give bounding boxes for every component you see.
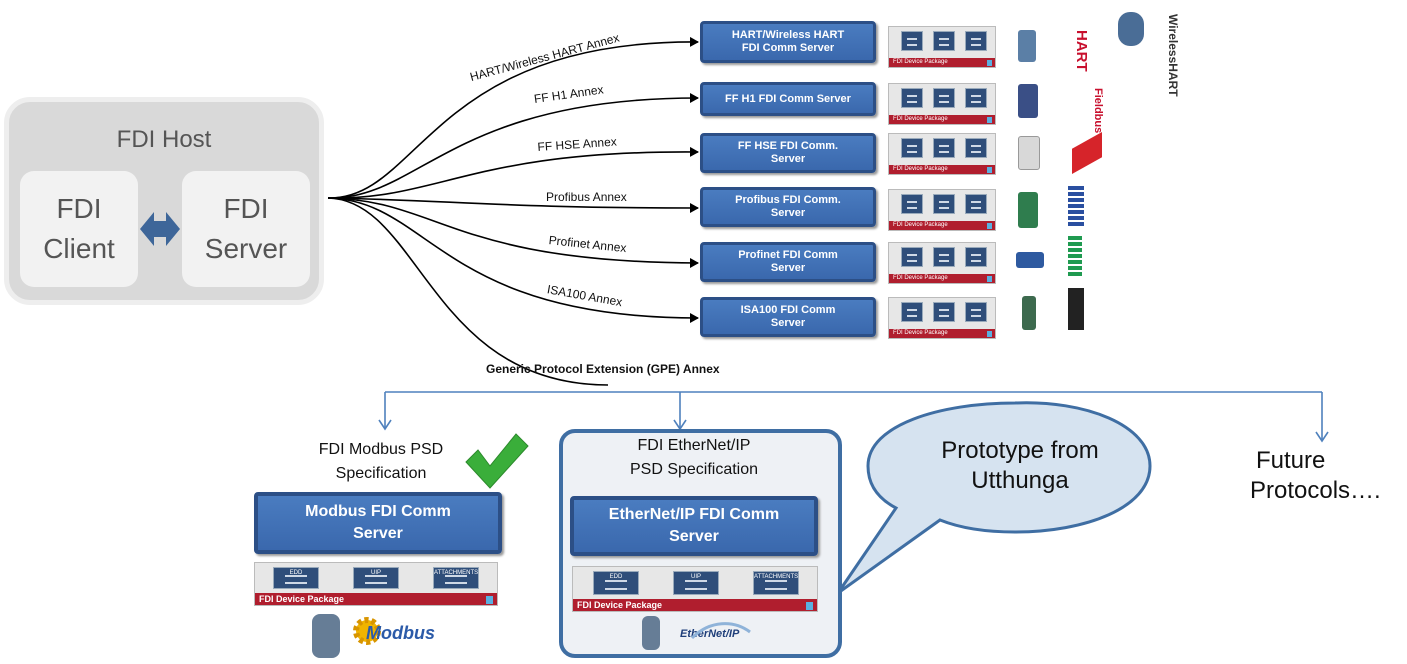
device-package-3: FDI Device Package xyxy=(888,189,996,231)
fdi-server-line2: Server xyxy=(204,233,288,264)
package-band: FDI Device Package xyxy=(889,165,995,174)
check-mark-icon xyxy=(465,433,529,489)
annex-line-profinet xyxy=(327,197,699,268)
package-corner-icon xyxy=(987,223,992,229)
attachments-icon xyxy=(965,88,987,108)
fdi-client-line1: FDI xyxy=(56,193,102,224)
ethernetip-swoosh-icon xyxy=(690,622,751,640)
uip-icon xyxy=(933,302,955,322)
hart-device-icon xyxy=(1018,30,1036,62)
package-corner-icon xyxy=(987,167,992,173)
ffh1-device-icon xyxy=(1018,84,1038,118)
device-package-4: FDI Device Package xyxy=(888,242,996,284)
package-band: FDI Device Package xyxy=(255,593,497,605)
server-ffhse: FF HSE FDI Comm.Server xyxy=(700,133,876,173)
edd-icon: EDD xyxy=(273,567,319,589)
package-band: FDI Device Package xyxy=(889,221,995,230)
edd-icon xyxy=(901,88,923,108)
bidirectional-arrow-icon xyxy=(140,212,180,246)
annex-line-hart xyxy=(327,36,699,199)
server-ffh1: FF H1 FDI Comm Server xyxy=(700,82,876,116)
profinet-device-icon xyxy=(1016,252,1044,268)
profibus-device-icon xyxy=(1018,192,1038,228)
package-band: FDI Device Package xyxy=(889,329,995,338)
package-band: FDI Device Package xyxy=(573,599,817,611)
fieldbus-logo: Fieldbus xyxy=(1092,88,1104,134)
package-band: FDI Device Package xyxy=(889,58,995,67)
ethernetip-device-icon xyxy=(642,616,660,650)
uip-icon: UIP xyxy=(673,571,719,595)
package-corner-icon xyxy=(486,596,493,604)
attachments-icon xyxy=(965,31,987,51)
attachments-icon xyxy=(965,302,987,322)
modbus-logo: Modbus xyxy=(366,623,435,643)
fdi-host-title: FDI Host xyxy=(116,126,212,153)
package-corner-icon xyxy=(806,602,813,610)
wirelesshart-device-icon xyxy=(1118,12,1144,46)
attachments-icon: ATTACHMENTS xyxy=(753,571,799,595)
annex-line-gpe xyxy=(327,197,609,386)
device-package-5: FDI Device Package xyxy=(888,297,996,339)
package-band: FDI Device Package xyxy=(889,115,995,124)
device-package-2: FDI Device Package xyxy=(888,133,996,175)
modbus-device-icon xyxy=(312,614,340,658)
fdi-server-line1: FDI xyxy=(223,193,269,224)
hart-logo: HART xyxy=(1073,30,1090,72)
package-band: FDI Device Package xyxy=(889,274,995,283)
annex-line-ffhse xyxy=(327,146,699,199)
uip-icon xyxy=(933,31,955,51)
package-corner-icon xyxy=(987,117,992,123)
server-profibus: Profibus FDI Comm.Server xyxy=(700,187,876,227)
fdi-client-box: FDI Client xyxy=(20,171,138,287)
uip-icon xyxy=(933,88,955,108)
attachments-icon xyxy=(965,194,987,214)
annex-line-profibus xyxy=(327,197,699,213)
fdi-client-line2: Client xyxy=(43,233,115,264)
ethernetip-device-package: EDD UIP ATTACHMENTS FDI Device Package xyxy=(572,566,818,612)
wirelesshart-logo: WirelessHART xyxy=(1166,14,1180,97)
device-package-1: FDI Device Package xyxy=(888,83,996,125)
edd-icon xyxy=(901,302,923,322)
modbus-device-package: EDD UIP ATTACHMENTS FDI Device Package xyxy=(254,562,498,606)
profibus-logo xyxy=(1068,186,1084,228)
uip-icon xyxy=(933,247,955,267)
edd-icon xyxy=(901,194,923,214)
annex-line-isa100 xyxy=(327,197,699,323)
edd-icon: EDD xyxy=(593,571,639,595)
package-corner-icon xyxy=(987,276,992,282)
uip-icon: UIP xyxy=(353,567,399,589)
modbus-gear-icon xyxy=(353,617,381,645)
package-corner-icon xyxy=(987,60,992,66)
attachments-icon xyxy=(965,138,987,158)
attachments-icon: ATTACHMENTS xyxy=(433,567,479,589)
uip-icon xyxy=(933,194,955,214)
edd-icon xyxy=(901,247,923,267)
isa100-device-icon xyxy=(1022,296,1036,330)
edd-icon xyxy=(901,138,923,158)
profinet-logo xyxy=(1068,236,1082,276)
ffhse-device-icon xyxy=(1018,136,1040,170)
gpe-annex-label: Generic Protocol Extension (GPE) Annex xyxy=(486,362,720,376)
package-corner-icon xyxy=(987,331,992,337)
attachments-icon xyxy=(965,247,987,267)
fdi-server-box: FDI Server xyxy=(182,171,310,287)
device-package-0: FDI Device Package xyxy=(888,26,996,68)
speech-bubble-shape xyxy=(836,401,1152,595)
isa100-logo xyxy=(1068,288,1084,330)
annex-label-profibus: Profibus Annex xyxy=(546,190,627,204)
annex-line-ffh1 xyxy=(327,93,699,199)
edd-icon xyxy=(901,31,923,51)
uip-icon xyxy=(933,138,955,158)
